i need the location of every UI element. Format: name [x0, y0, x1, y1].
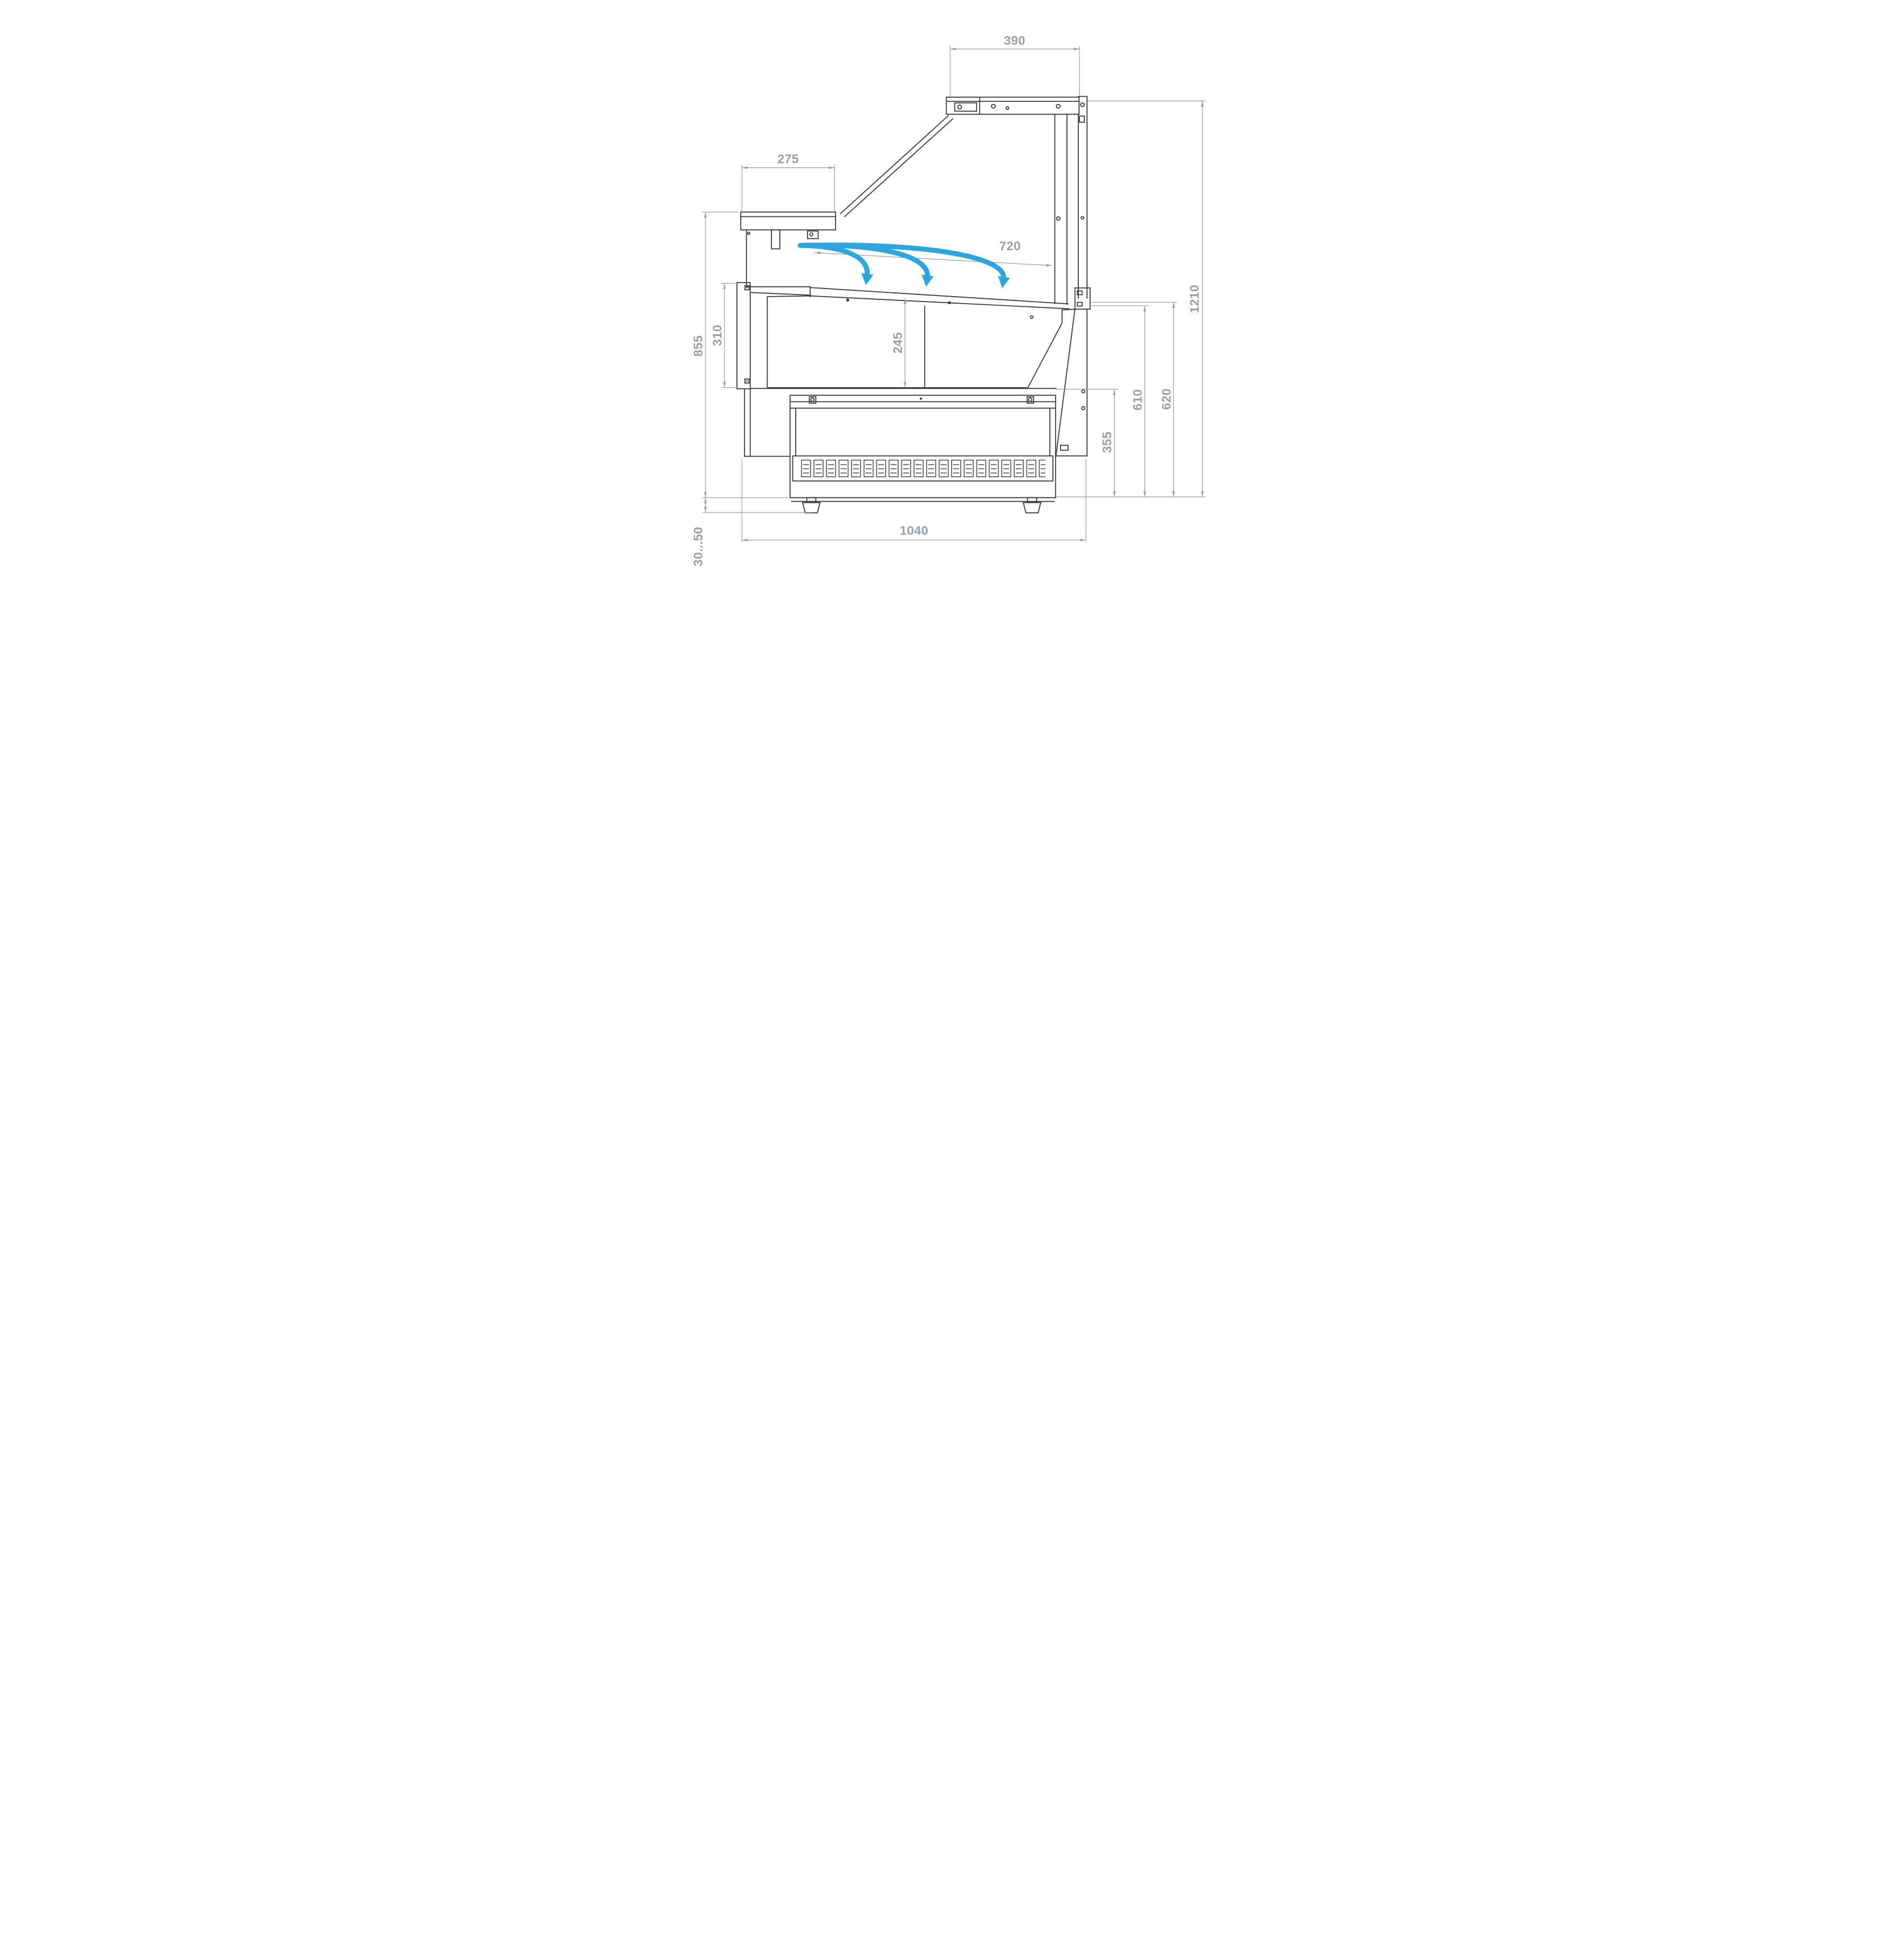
- base-unit: [789, 394, 1056, 502]
- feet: [802, 497, 1042, 513]
- dimension-1210: [1056, 100, 1206, 497]
- dimension-275: [741, 165, 835, 211]
- rear-panel: [1054, 95, 1088, 305]
- dimension-1040: [741, 458, 1086, 543]
- dim-label-1210: 1210: [1187, 285, 1201, 313]
- dim-label-855: 855: [691, 335, 705, 357]
- underdeck-compartment: [749, 296, 1063, 389]
- dim-label-390: 390: [1004, 33, 1025, 47]
- dimension-310: [721, 283, 736, 388]
- dimension-610: [1088, 305, 1149, 497]
- dimension-390: [949, 46, 1080, 97]
- airflow-arrows: [797, 242, 1010, 289]
- machine-outline: [736, 95, 1091, 513]
- dim-label-355: 355: [1100, 431, 1114, 453]
- dim-label-275: 275: [777, 152, 799, 166]
- dimension-855: [702, 211, 789, 498]
- dim-label-610: 610: [1130, 389, 1144, 410]
- airflow-arrow-1: [797, 243, 874, 285]
- left-counter: [740, 211, 836, 287]
- front-glass: [839, 115, 954, 217]
- dimension-620: [1088, 301, 1178, 497]
- canopy: [946, 97, 1080, 115]
- vent-grille-slots: [800, 458, 1045, 478]
- dimension-labels: 390 275 720 1210 855 310 245 355 610 620…: [691, 33, 1201, 566]
- dimension-30-50: [702, 497, 813, 513]
- left-kick-panel: [744, 388, 791, 457]
- dim-label-30-50: 30...50: [691, 527, 705, 566]
- display-case-cross-section: 390 275 720 1210 855 310 245 355 610 620…: [691, 33, 1206, 566]
- left-bumper: [736, 282, 751, 389]
- dim-label-620: 620: [1159, 388, 1173, 410]
- dim-label-720: 720: [1000, 239, 1021, 253]
- vent-grille-frame: [792, 455, 1054, 482]
- right-side-panel: [1055, 287, 1091, 457]
- dim-label-310: 310: [710, 325, 724, 346]
- dim-label-1040: 1040: [900, 524, 928, 538]
- airflow-arrow-3: [797, 242, 1010, 289]
- screw-dots: [746, 286, 951, 400]
- display-deck: [749, 286, 1070, 310]
- drawing-sheet: 390 275 720 1210 855 310 245 355 610 620…: [659, 0, 1242, 612]
- dimension-355: [1055, 388, 1118, 497]
- dim-label-245: 245: [891, 332, 905, 354]
- dimensions: [702, 46, 1206, 543]
